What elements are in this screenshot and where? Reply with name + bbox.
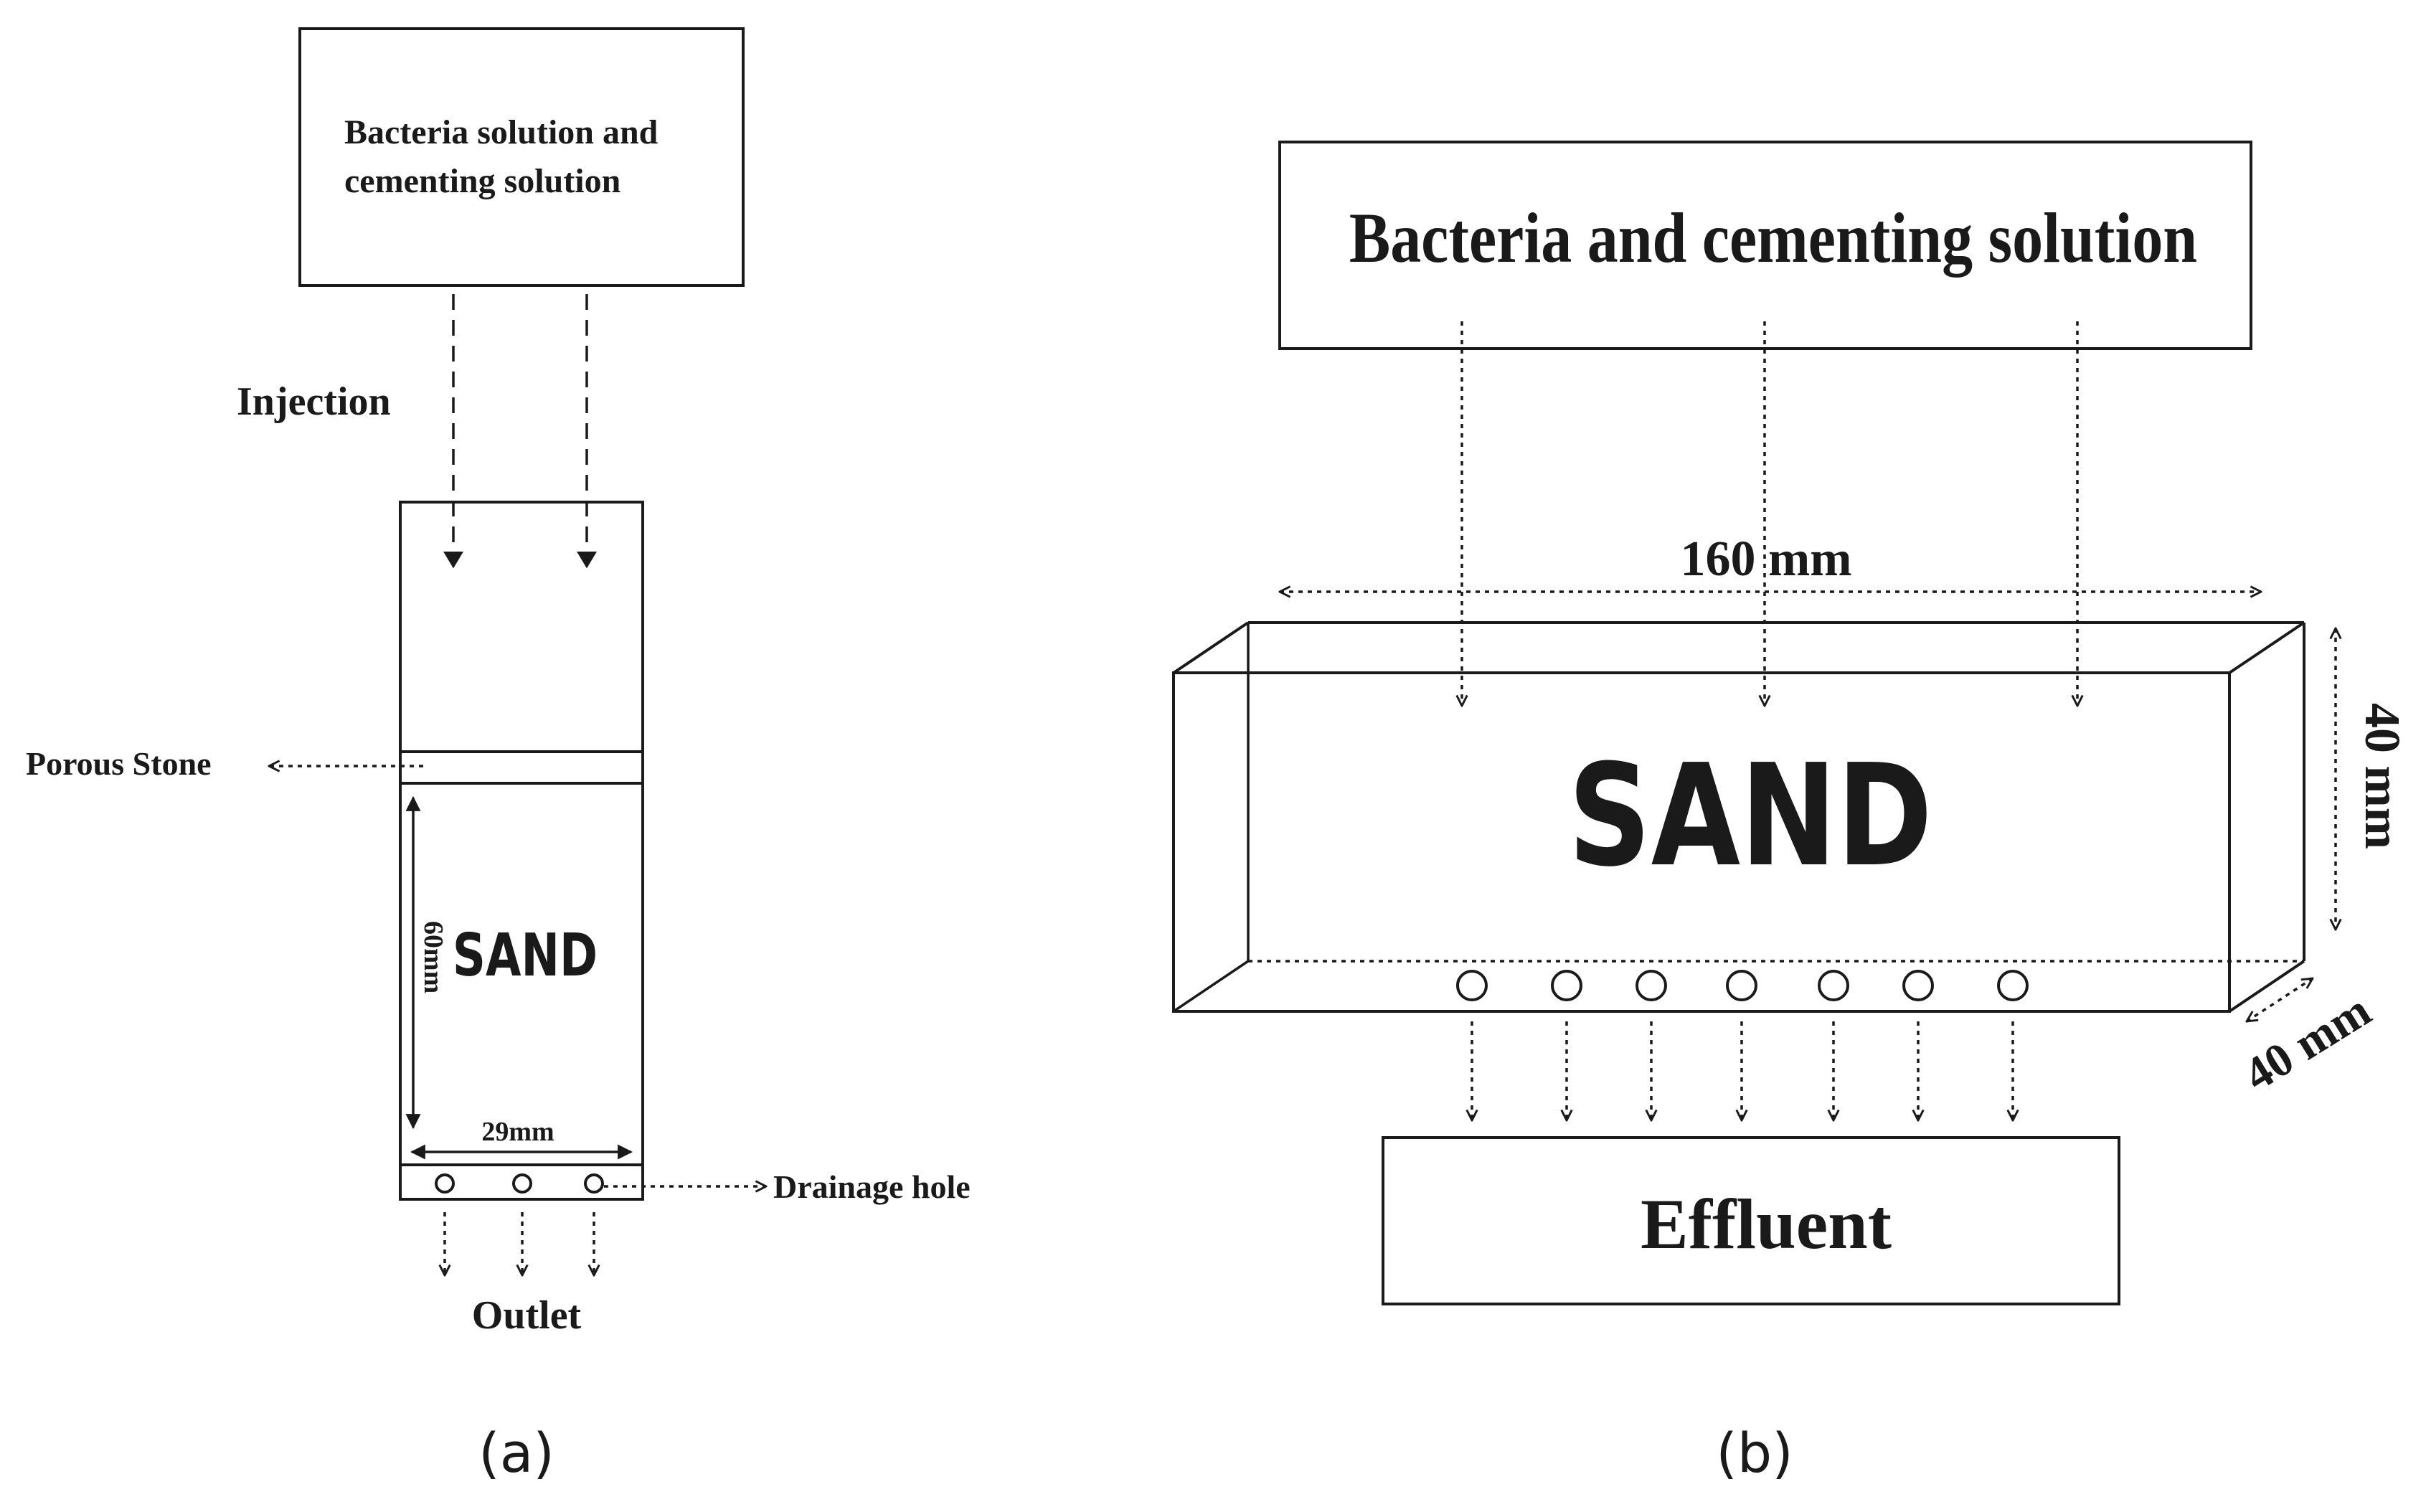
b-caption: (b) — [1716, 1421, 1793, 1485]
a-solution-box — [298, 27, 745, 287]
a-injection-label: Injection — [237, 379, 391, 424]
b-sand-box-front — [1172, 671, 2231, 1013]
b-box-corner-br — [2228, 960, 2305, 1013]
a-height-label: 60mm — [418, 921, 448, 993]
b-solution-box — [1278, 141, 2252, 350]
b-effluent-label: Effluent — [1641, 1184, 1892, 1264]
panel-a: Bacteria solution and cementing solution… — [26, 27, 971, 1485]
a-solution-box-line1: Bacteria solution and — [344, 113, 659, 151]
b-box-corner-tl — [1172, 621, 1250, 674]
a-caption: (a) — [478, 1421, 554, 1485]
a-porous-stone-label: Porous Stone — [26, 745, 212, 782]
a-drainage-hole — [584, 1173, 604, 1194]
a-drainage-hole — [512, 1173, 532, 1194]
b-drainage-hole — [1456, 970, 1488, 1001]
b-drainage-hole — [1997, 970, 2029, 1001]
a-drainage-hole — [435, 1173, 455, 1194]
b-solution-box-label: Bacteria and cementing solution — [1349, 199, 2197, 278]
b-drainage-hole — [1551, 970, 1582, 1001]
a-solution-box-line2: cementing solution — [344, 162, 620, 200]
b-drainage-hole — [1818, 970, 1849, 1001]
panel-b: Bacteria and cementing solution 160 mm S… — [1172, 141, 2410, 1485]
a-column — [399, 501, 644, 1201]
b-depth-label: 40 mm — [2235, 984, 2380, 1102]
a-width-label: 29mm — [481, 1117, 554, 1147]
b-depth-dimension — [2247, 978, 2313, 1021]
a-sand-label: SAND — [453, 922, 598, 990]
b-drainage-hole — [1726, 970, 1757, 1001]
b-drainage-hole — [1902, 970, 1934, 1001]
b-length-label: 160 mm — [1680, 531, 1851, 587]
a-outlet-label: Outlet — [472, 1293, 582, 1338]
b-sand-label: SAND — [1568, 735, 1932, 898]
b-height-label: 40 mm — [2354, 703, 2410, 849]
b-box-hidden-corner — [1173, 960, 1249, 1013]
b-effluent-box — [1382, 1136, 2120, 1305]
b-box-corner-tr — [2228, 621, 2305, 674]
a-drainage-label: Drainage hole — [773, 1168, 971, 1205]
b-drainage-hole — [1636, 970, 1667, 1001]
